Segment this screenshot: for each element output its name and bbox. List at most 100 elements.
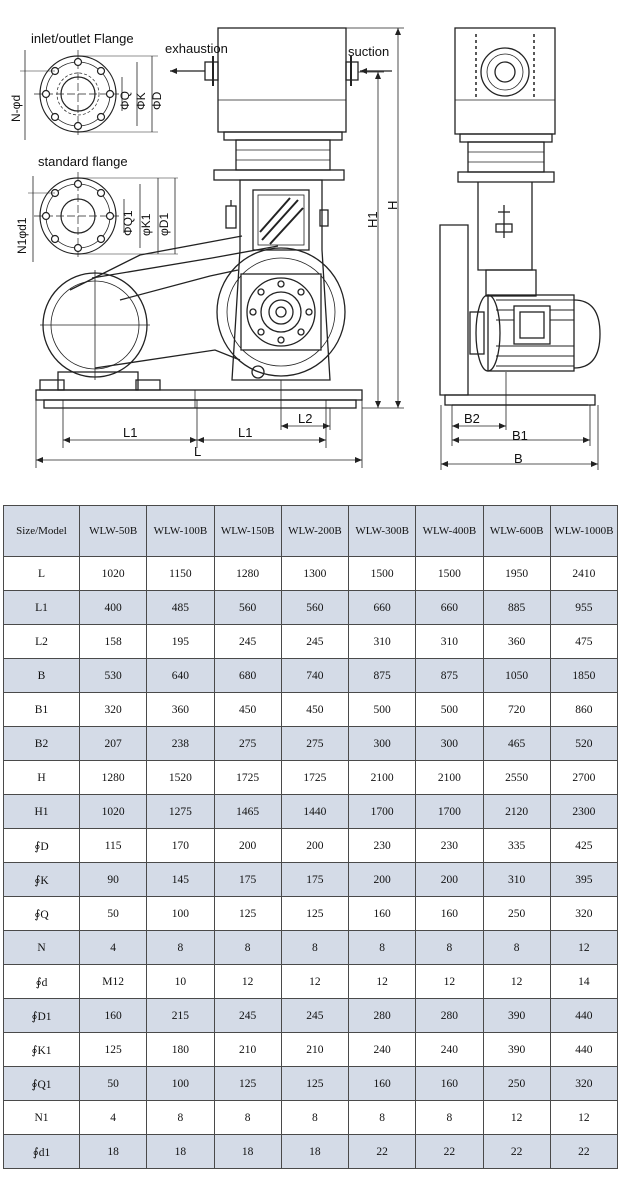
table-cell: 160 [78,998,148,1033]
table-cell: 1500 [347,556,417,591]
table-cell: 8 [347,1100,417,1135]
table-cell: 2410 [549,556,619,591]
table-cell: 640 [146,658,215,693]
label-l1-left: L1 [123,425,137,440]
header-model-column: WLW-600B [482,505,551,557]
label-b2: B2 [464,411,480,426]
table-cell: 8 [280,1100,350,1135]
side-dimension-lines [440,372,599,470]
table-cell: 475 [549,624,619,659]
table-cell: 160 [347,1066,417,1101]
table-cell: 360 [146,692,215,727]
table-cell: 12 [549,1100,619,1135]
table-cell: 18 [280,1134,350,1169]
table-cell: 8 [213,1100,282,1135]
label-inlet-outlet-flange: inlet/outlet Flange [31,31,134,46]
table-cell: 1300 [280,556,350,591]
table-cell: 125 [213,1066,282,1101]
table-cell: 300 [415,726,484,761]
table-cell: 720 [482,692,551,727]
table-cell: 2550 [482,760,551,795]
label-n1-phi-d1: N1φd1 [15,217,29,254]
table-cell: 1500 [415,556,484,591]
table-cell: 1850 [549,658,619,693]
table-cell: 500 [415,692,484,727]
row-label: ∮Q [3,896,80,931]
table-cell: 8 [146,930,215,965]
table-cell: 560 [280,590,350,625]
table-cell: 160 [347,896,417,931]
table-cell: 12 [213,964,282,999]
table-cell: 500 [347,692,417,727]
table-cell: 90 [78,862,148,897]
table-cell: 1725 [280,760,350,795]
row-label: H [3,760,80,795]
label-phi-d1: φD1 [157,213,171,236]
table-cell: 8 [482,930,551,965]
table-cell: 1465 [213,794,282,829]
label-phi-d: ΦD [150,91,164,110]
table-cell: 200 [347,862,417,897]
table-cell: 12 [482,964,551,999]
row-label: B [3,658,80,693]
table-cell: 310 [347,624,417,659]
table-cell: 440 [549,1032,619,1067]
table-cell: 50 [78,1066,148,1101]
row-label: ∮K1 [3,1032,80,1067]
label-phi-q1: ΦQ1 [121,210,135,236]
table-cell: 280 [415,998,484,1033]
table-cell: 1280 [213,556,282,591]
table-cell: 2100 [415,760,484,795]
table-cell: 230 [415,828,484,863]
row-label: N [3,930,80,965]
header-model-column: WLW-100B [146,505,215,557]
table-cell: 320 [549,896,619,931]
table-cell: 210 [280,1032,350,1067]
table-cell: 4 [78,1100,148,1135]
table-cell: 200 [280,828,350,863]
row-label: ∮Q1 [3,1066,80,1101]
table-cell: 1275 [146,794,215,829]
table-cell: 310 [415,624,484,659]
table-cell: 680 [213,658,282,693]
row-label: ∮d1 [3,1134,80,1169]
row-label: B2 [3,726,80,761]
pump-side-view [439,27,601,406]
table-cell: 10 [146,964,215,999]
table-cell: 395 [549,862,619,897]
label-l1-right: L1 [238,425,252,440]
table-cell: 22 [482,1134,551,1169]
label-l: L [194,444,201,459]
table-cell: 280 [347,998,417,1033]
table-cell: 250 [482,1066,551,1101]
table-cell: 238 [146,726,215,761]
table-cell: 12 [549,930,619,965]
label-suction: suction [348,44,389,59]
table-cell: 390 [482,998,551,1033]
front-dimension-lines [35,27,404,468]
header-model-column: WLW-300B [347,505,417,557]
pump-dimension-drawing: inlet/outlet Flange N-φd ΦQ ΦK ΦD standa… [9,27,601,470]
header-model-column: WLW-400B [415,505,484,557]
table-cell: 2300 [549,794,619,829]
row-label: B1 [3,692,80,727]
label-b1: B1 [512,428,528,443]
row-label: L1 [3,590,80,625]
table-cell: 125 [280,896,350,931]
table-cell: 660 [347,590,417,625]
table-cell: 18 [213,1134,282,1169]
table-cell: 390 [482,1032,551,1067]
table-cell: 955 [549,590,619,625]
table-cell: 520 [549,726,619,761]
